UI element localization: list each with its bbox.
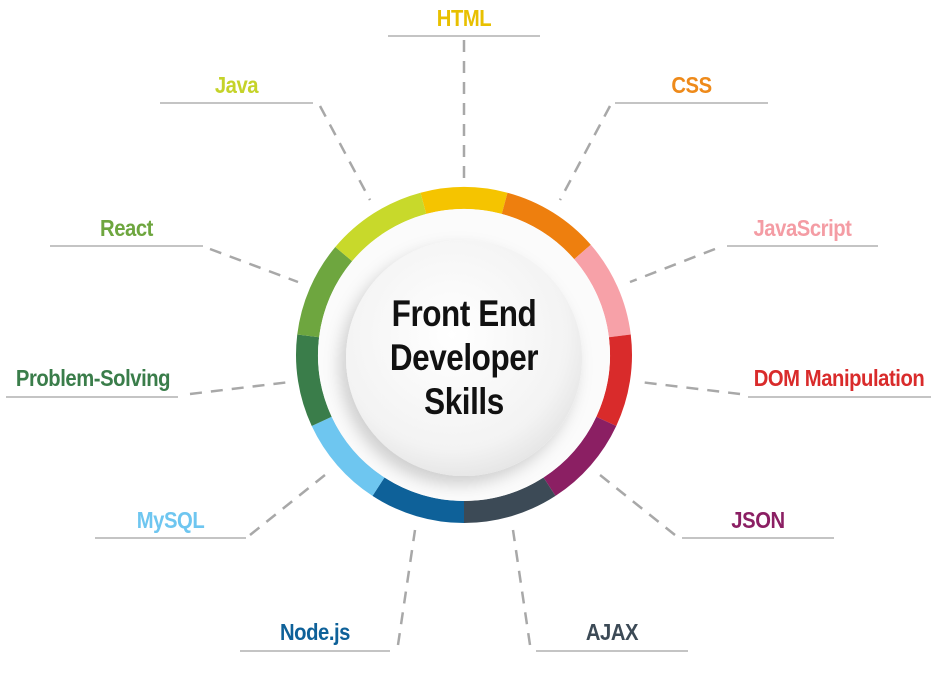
label-css: CSS (671, 72, 712, 98)
center-disc (346, 240, 582, 476)
center-title: Front End Developer Skills (362, 292, 566, 424)
connector-nodejs (396, 529, 417, 646)
ring-segment-ajax (464, 477, 556, 523)
underline-css (615, 102, 768, 104)
underline-html (388, 35, 540, 37)
connector-problem-solving (189, 380, 291, 396)
connector-lines (189, 40, 741, 646)
label-react: React (100, 215, 153, 241)
ring-segment-json (543, 416, 617, 496)
ring-segment-mysql (311, 416, 385, 496)
underline-problem-solving (6, 396, 178, 398)
underline-nodejs (240, 650, 390, 652)
connector-mysql (249, 474, 326, 536)
underline-ajax (536, 650, 688, 652)
title-line-1: Front End (391, 293, 537, 334)
title-line-2: Developer (389, 337, 539, 378)
label-problem-solving: Problem-Solving (15, 365, 171, 391)
underline-mysql (95, 537, 246, 539)
ring-segment-dom-manipulation (596, 334, 632, 426)
connector-json (599, 474, 676, 536)
underline-json (682, 537, 834, 539)
ring-segment-html (420, 187, 508, 214)
label-javascript: JavaScript (753, 215, 852, 241)
label-html: HTML (436, 5, 492, 31)
underline-java (160, 102, 313, 104)
ring-segment-nodejs (372, 477, 464, 523)
ring-segment-javascript (574, 244, 631, 338)
connector-java (318, 105, 372, 201)
ring-segment-react (297, 247, 353, 338)
connector-css (558, 105, 612, 201)
skills-ring (296, 187, 632, 523)
underline-react (50, 245, 203, 247)
label-nodejs: Node.js (279, 619, 351, 645)
label-java: Java (214, 72, 259, 98)
connector-react (209, 247, 299, 284)
underline-javascript (727, 245, 878, 247)
label-mysql: MySQL (136, 507, 205, 533)
connector-ajax (511, 529, 532, 646)
ring-segment-java (335, 192, 427, 262)
connector-dom-manipulation (639, 380, 741, 396)
ring-segment-problem-solving (296, 334, 332, 426)
label-json: JSON (731, 507, 785, 533)
label-ajax: AJAX (585, 619, 639, 645)
connector-javascript (629, 247, 716, 284)
title-line-3: Skills (424, 381, 504, 422)
label-dom-manipulation: DOM Manipulation (753, 365, 925, 391)
underline-dom-manipulation (748, 396, 931, 398)
ring-segment-css (501, 192, 591, 260)
